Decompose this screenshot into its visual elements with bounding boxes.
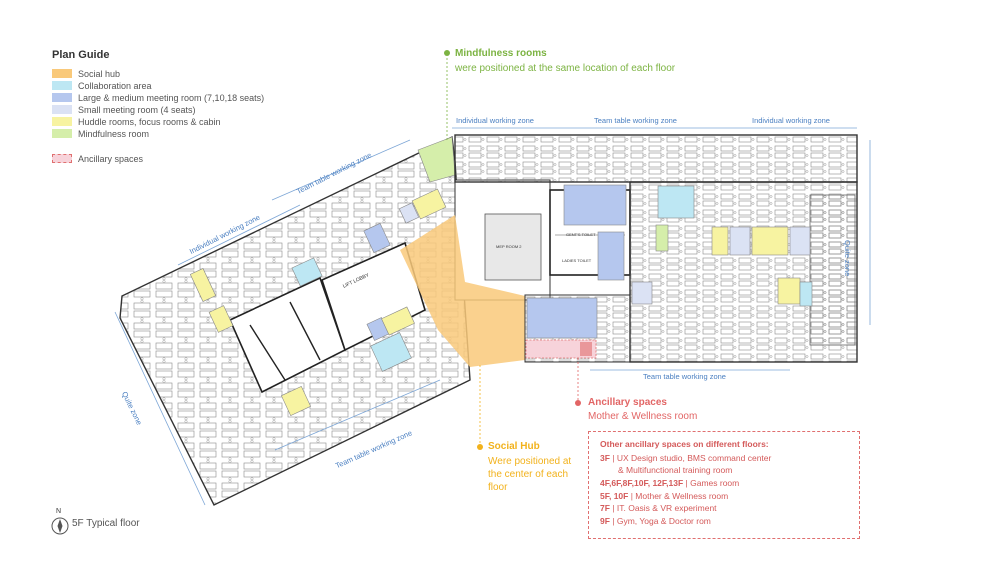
compass-icon bbox=[51, 517, 69, 535]
legend-label: Small meeting room (4 seats) bbox=[78, 104, 196, 115]
legend-label: Collaboration area bbox=[78, 80, 152, 91]
legend-swatch bbox=[52, 129, 72, 138]
social-hub-callout-body-1: Were positioned at bbox=[488, 456, 572, 467]
legend-label: Mindfulness room bbox=[78, 128, 150, 139]
floor-desc: | IT. Oasis & VR experiment bbox=[612, 503, 717, 513]
legend-item-large-meeting: Large & medium meeting room (7,10,18 sea… bbox=[52, 92, 264, 103]
other-ancillary-line-2: & Multifunctional training room bbox=[618, 465, 732, 475]
legend-label: Huddle rooms, focus rooms & cabin bbox=[78, 116, 221, 127]
other-ancillary-line-5: 7F | IT. Oasis & VR experiment bbox=[600, 503, 717, 513]
legend-swatch bbox=[52, 154, 72, 163]
legend-item-social-hub: Social hub bbox=[52, 68, 120, 79]
floor-desc: | Games room bbox=[685, 478, 740, 488]
floor-desc: | UX Design studio, BMS command center bbox=[612, 453, 772, 463]
legend-item-mindfulness: Mindfulness room bbox=[52, 128, 149, 139]
legend-title: Plan Guide bbox=[52, 49, 110, 61]
floor-desc: & Multifunctional training room bbox=[618, 465, 733, 475]
other-ancillary-box bbox=[588, 431, 860, 539]
floor-ref: 9F bbox=[600, 516, 610, 526]
floor-ref: 4F,6F,8F,10F, 12F,13F bbox=[600, 478, 684, 488]
zone-label-quite-right: Quite zone bbox=[843, 240, 852, 277]
legend-swatch bbox=[52, 69, 72, 78]
legend-item-small-meeting: Small meeting room (4 seats) bbox=[52, 104, 196, 115]
legend-swatch bbox=[52, 105, 72, 114]
zone-label-team-top: Team table working zone bbox=[594, 116, 677, 125]
legend-label: Social hub bbox=[78, 68, 121, 79]
legend-swatch bbox=[52, 93, 72, 102]
floor-desc: | Mother & Wellness room bbox=[630, 491, 729, 501]
room-label-gents-toilet: GENT'S TOILET bbox=[566, 232, 596, 237]
callout-leaders bbox=[444, 50, 581, 450]
room-label-mep: MEP ROOM 2 bbox=[496, 244, 522, 249]
social-hub-callout-title: Social Hub bbox=[488, 441, 540, 452]
floor-ref: 7F bbox=[600, 503, 610, 513]
legend-item-huddle: Huddle rooms, focus rooms & cabin bbox=[52, 116, 221, 127]
floor-ref: 3F bbox=[600, 453, 610, 463]
other-ancillary-line-4: 5F, 10F | Mother & Wellness room bbox=[600, 491, 728, 501]
social-hub-callout-body-3: floor bbox=[488, 482, 508, 493]
social-hub-zone bbox=[400, 215, 525, 367]
legend-label: Ancillary spaces bbox=[78, 153, 144, 164]
legend-label: Large & medium meeting room (7,10,18 sea… bbox=[78, 92, 265, 103]
legend-swatch bbox=[52, 81, 72, 90]
zone-arrows bbox=[114, 127, 871, 506]
left-wing bbox=[119, 135, 471, 506]
zone-label-team-bottom-right: Team table working zone bbox=[643, 372, 726, 381]
mindfulness-callout-body: were positioned at the same location of … bbox=[455, 63, 676, 74]
zone-label-individual-top-left: Individual working zone bbox=[456, 116, 534, 125]
floor-desc: | Gym, Yoga & Doctor rom bbox=[612, 516, 711, 526]
other-ancillary-line-6: 9F | Gym, Yoga & Doctor rom bbox=[600, 516, 711, 526]
ancillary-callout-body: Mother & Wellness room bbox=[588, 411, 698, 422]
right-wing bbox=[454, 134, 858, 363]
other-ancillary-line-3: 4F,6F,8F,10F, 12F,13F | Games room bbox=[600, 478, 739, 488]
mindfulness-callout-title: Mindfulness rooms bbox=[455, 48, 547, 59]
other-ancillary-title: Other ancillary spaces on different floo… bbox=[600, 439, 769, 449]
legend-swatch bbox=[52, 117, 72, 126]
floor-ref: 5F, 10F bbox=[600, 491, 629, 501]
compass-north-label: N bbox=[56, 508, 62, 515]
other-ancillary-line-1: 3F | UX Design studio, BMS command cente… bbox=[600, 453, 771, 463]
legend-item-collaboration: Collaboration area bbox=[52, 80, 152, 91]
ancillary-callout-title: Ancillary spaces bbox=[588, 397, 667, 408]
zone-label-individual-top-right: Individual working zone bbox=[752, 116, 830, 125]
room-label-ladies-toilet: LADIES TOILET bbox=[562, 258, 592, 263]
legend-item-ancillary: Ancillary spaces bbox=[52, 153, 143, 164]
floor-label: 5F Typical floor bbox=[72, 518, 140, 529]
social-hub-callout-body-2: the center of each bbox=[488, 469, 569, 480]
